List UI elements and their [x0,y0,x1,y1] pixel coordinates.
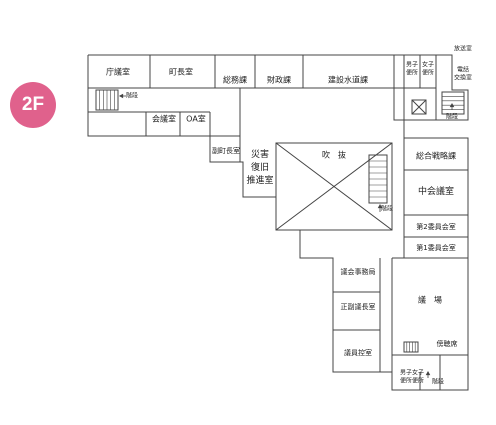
label-stairs-left: 階段 [126,92,138,100]
room-chochoshitsu: 町長室 [169,67,193,77]
stairs-top-right [442,96,464,110]
stairs-bottom-small-outline [403,341,419,353]
label-stairs-bottom: 階段 [432,378,444,386]
room-kaigishitsu: 会議室 [152,114,176,124]
room-saigai-fukkyu-line-2: 復旧 [251,161,269,173]
room-somuka: 総務課 [223,75,247,85]
stairs-atrium-outline [368,154,388,204]
room-joshi-benjo-bottom-line-2: 便所 [412,377,424,385]
stairs-left-outline [95,89,119,111]
room-gikai-jimukyoku: 議会事務局 [341,267,376,276]
room-joshi-benjo-bottom-line-1: 女子 [412,369,424,377]
room-danshi-benjo-bottom-line-2: 便所 [400,377,412,385]
room-dai2-iinkai: 第2委員会室 [416,222,455,231]
room-sogo-senryaku: 総合戦略課 [416,151,456,161]
room-saigai-fukkyu-line-3: 推進室 [246,174,273,186]
room-chukaigishitsu: 中会議室 [418,185,454,197]
floor-badge-label: 2F [21,94,45,115]
room-denwa-kokanshitsu-line-1: 電話 [457,66,469,74]
room-denwa-kokanshitsu-line-2: 交換室 [454,74,472,82]
label-stairs-atrium: 階段 [381,205,393,213]
top-right-void [393,87,437,121]
room-seifuku-gichoshitsu: 正副議長室 [341,302,376,311]
room-gijo: 議 場 [418,295,442,305]
room-chogishitsu: 庁議室 [106,67,130,77]
room-fukinuke: 吹 抜 [322,150,346,160]
stairs-top-right-outline [441,91,465,115]
room-danshi-benjo-top-line-2: 便所 [406,69,418,77]
room-dai1-iinkai: 第1委員会室 [416,243,455,252]
room-danshi-benjo-bottom-line-1: 男子 [400,370,412,377]
building-outline [87,54,469,391]
room-joshi-benjo-top-line-1: 女子 [422,61,434,69]
floor-badge: 2F [10,82,56,128]
stairs-left [99,90,115,110]
room-bochoseki: 傍聴席 [437,339,458,348]
room-danshi-benjo-top-line-1: 男子 [406,62,418,69]
arrow-left-stairs-head [118,93,124,99]
shaft-x-2 [411,99,427,115]
shaft-box [411,99,427,115]
stairs-bottom-small [406,342,416,352]
atrium-x-2 [275,142,393,231]
stairs-atrium [369,160,387,198]
arrow-atrium-stairs-head [377,203,383,209]
label-stairs-top-right: 階段 [446,113,458,121]
room-kensetsu-suidoka: 建設水道課 [328,75,368,85]
room-joshi-benjo-top-line-2: 便所 [422,69,434,77]
room-zaimuka: 財政課 [267,75,291,85]
room-saigai-fukkyu-line-1: 災害 [251,148,269,160]
atrium [275,142,393,231]
room-hoso-shitsu: 放送室 [454,45,472,53]
room-giin-hikaeshitsu: 議員控室 [344,348,372,357]
arrow-bottom-stairs-head [425,370,431,376]
room-fukuchoshitsu: 副町長室 [212,146,240,155]
room-oa-shitsu: OA室 [186,114,206,124]
